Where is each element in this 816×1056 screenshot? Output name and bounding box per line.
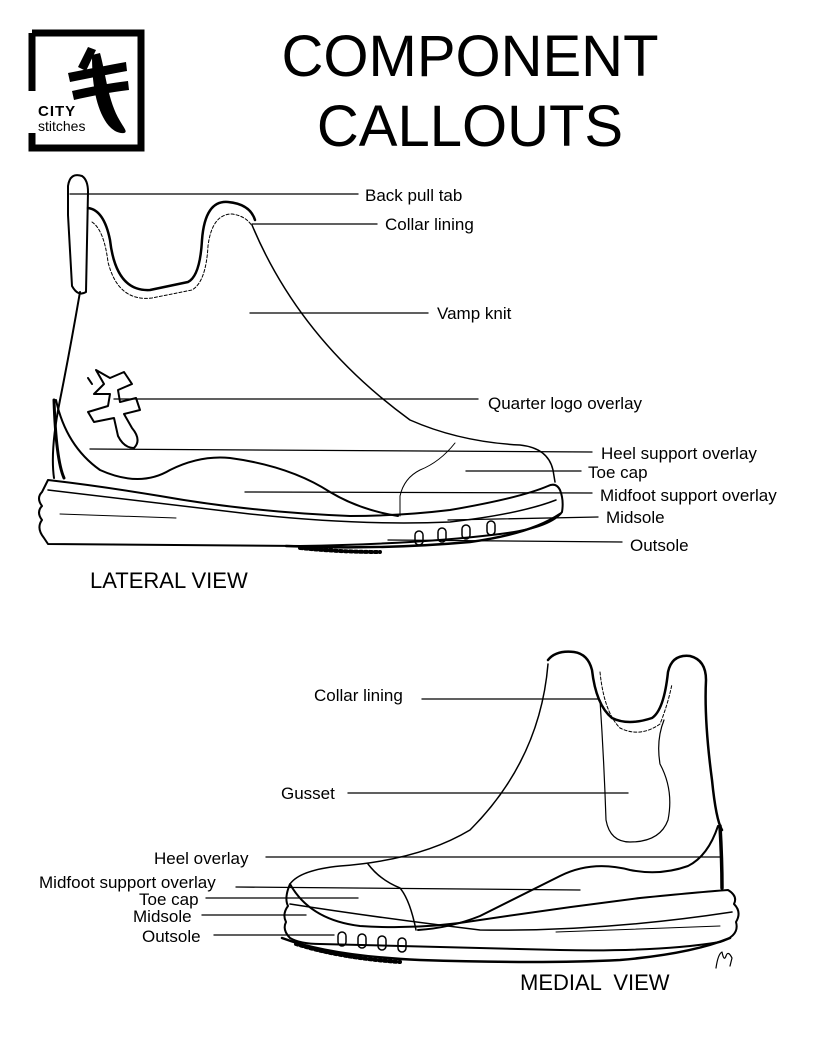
logo-word-city: CITY bbox=[38, 103, 76, 120]
lateral-shoe-drawing bbox=[38, 174, 623, 554]
medial-outsole-lugs bbox=[337, 931, 407, 953]
city-stitches-logo: CITY stitches bbox=[28, 29, 145, 152]
designer-signature bbox=[715, 951, 733, 969]
lateral-callout-quarter-logo-overlay: Quarter logo overlay bbox=[488, 394, 643, 413]
lateral-callout-vamp-knit: Vamp knit bbox=[437, 304, 512, 323]
medial-midsole bbox=[283, 883, 740, 952]
medial-callout-toe-cap: Toe cap bbox=[139, 890, 199, 909]
lateral-pull-tab bbox=[67, 174, 89, 295]
lateral-quarter-logo bbox=[87, 369, 141, 449]
stitch-glyph-icon bbox=[68, 47, 129, 134]
page-title-line-1: COMPONENT bbox=[281, 24, 659, 89]
medial-shoe-drawing bbox=[201, 650, 740, 969]
medial-leader-lines bbox=[201, 698, 721, 936]
lateral-view-label: LATERAL VIEW bbox=[90, 568, 248, 593]
logo-word-stitches: stitches bbox=[38, 118, 85, 134]
lateral-callout-heel-support-overlay: Heel support overlay bbox=[601, 444, 757, 463]
medial-collar-outline bbox=[546, 650, 724, 832]
medial-callout-midsole: Midsole bbox=[133, 907, 192, 926]
medial-callout-midfoot-support-overlay: Midfoot support overlay bbox=[39, 873, 216, 892]
lateral-callout-back-pull-tab: Back pull tab bbox=[365, 186, 463, 205]
lateral-callout-collar-lining: Collar lining bbox=[385, 215, 474, 234]
medial-outsole bbox=[280, 936, 732, 964]
lateral-callout-toe-cap: Toe cap bbox=[588, 463, 648, 482]
page-title-line-2: CALLOUTS bbox=[316, 94, 624, 159]
medial-gusset bbox=[599, 699, 671, 843]
medial-callout-heel-overlay: Heel overlay bbox=[154, 849, 249, 868]
lateral-heel-overlay bbox=[55, 399, 399, 517]
medial-heel-overlay bbox=[417, 825, 719, 931]
lateral-callout-outsole: Outsole bbox=[630, 536, 689, 555]
medial-callout-outsole: Outsole bbox=[142, 927, 201, 946]
lateral-outsole-lugs bbox=[414, 520, 496, 546]
medial-callout-collar-lining: Collar lining bbox=[314, 686, 403, 705]
medial-view-label: MEDIAL VIEW bbox=[520, 970, 670, 995]
lateral-outsole bbox=[284, 512, 562, 549]
lateral-collar-outline bbox=[86, 200, 257, 292]
lateral-leader-lines bbox=[69, 193, 623, 543]
medial-callout-gusset: Gusset bbox=[281, 784, 335, 803]
lateral-callout-midsole: Midsole bbox=[606, 508, 665, 527]
lateral-callout-midfoot-support-overlay: Midfoot support overlay bbox=[600, 486, 777, 505]
lateral-midsole bbox=[38, 479, 564, 547]
